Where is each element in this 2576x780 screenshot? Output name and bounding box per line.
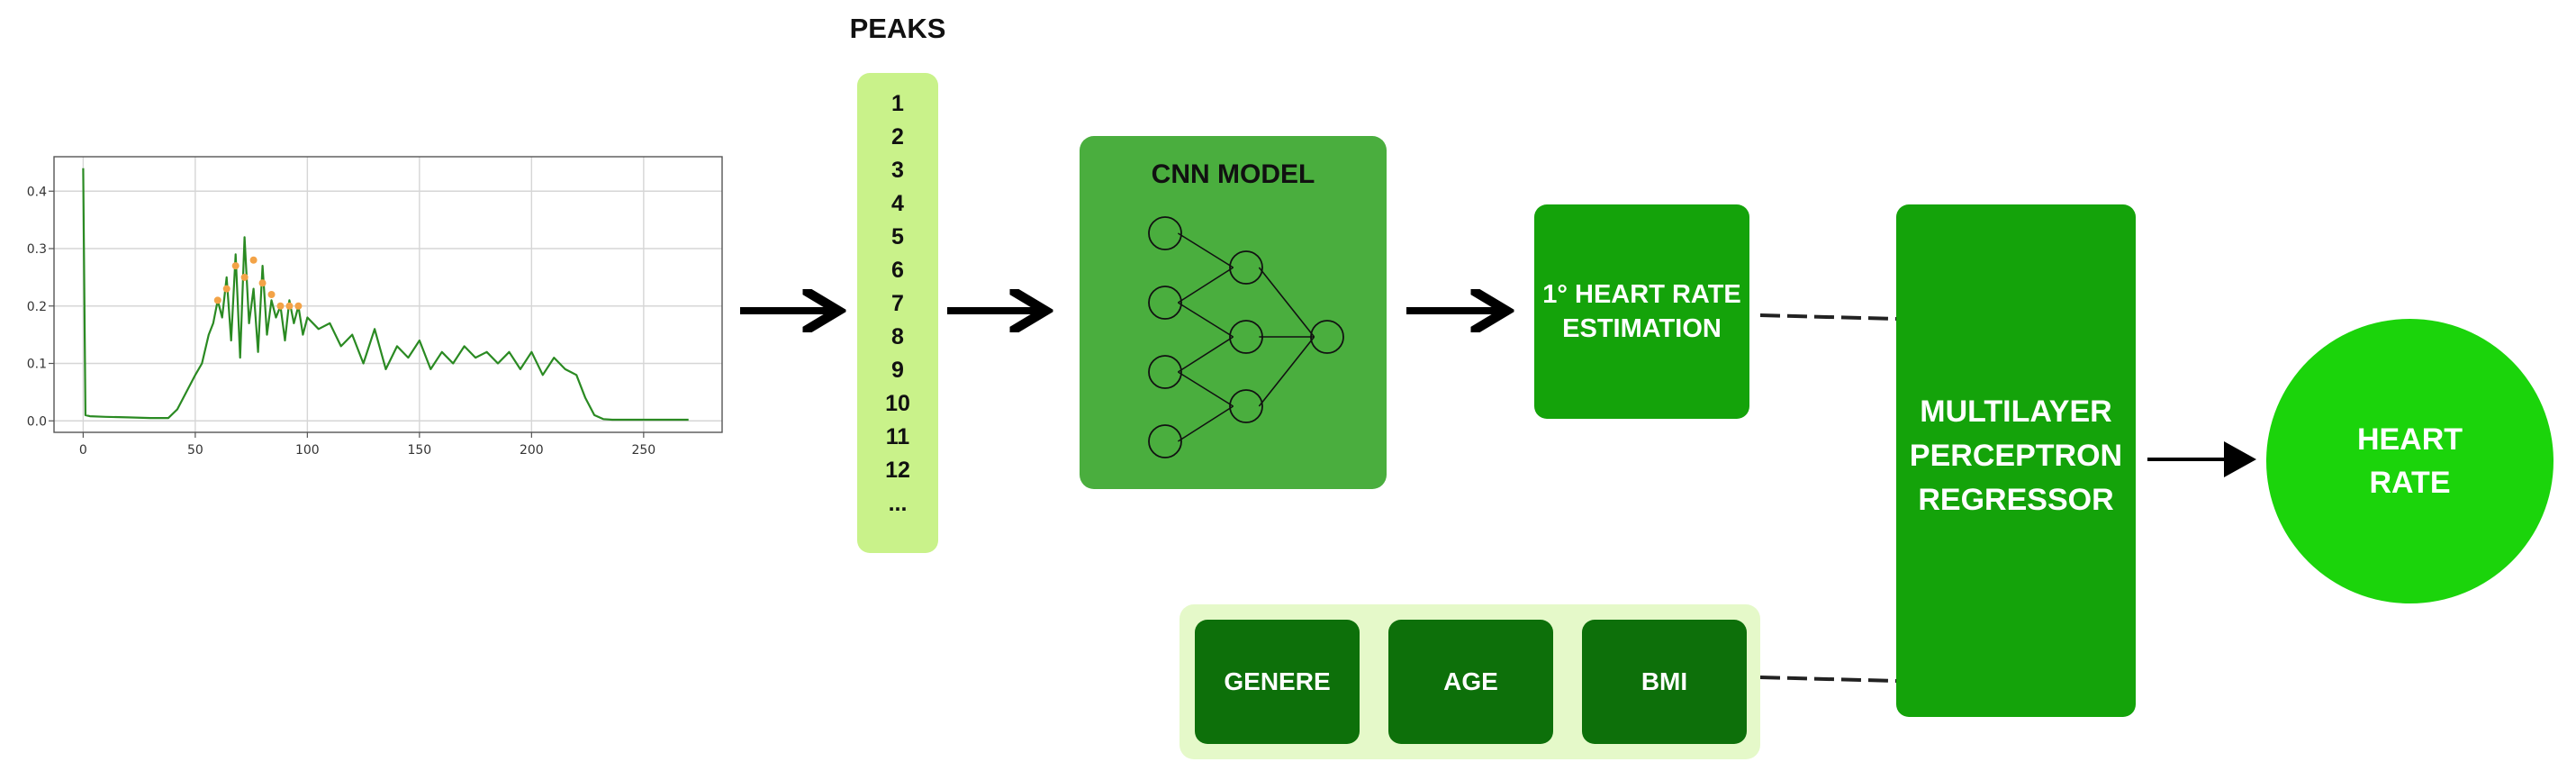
peak-marker (258, 279, 267, 287)
mlp-line-1: MULTILAYER (1920, 395, 2112, 429)
x-tick-label: 100 (295, 443, 320, 458)
x-tick-label: 200 (520, 443, 544, 458)
network-edge (1177, 302, 1234, 338)
x-tick-label: 250 (631, 443, 655, 458)
peak-item: 2 (891, 124, 904, 150)
mlp-line-2: PERCEPTRON (1909, 439, 2123, 473)
mlp-regressor-box: MULTILAYER PERCEPTRON REGRESSOR (1896, 204, 2136, 717)
peak-item: 4 (891, 191, 904, 216)
network-node (1148, 216, 1182, 250)
network-edge (1177, 267, 1234, 304)
network-edge (1177, 405, 1234, 442)
input-age: AGE (1388, 620, 1553, 744)
network-edge (1258, 336, 1315, 407)
network-node (1229, 389, 1263, 423)
additional-inputs-panel: GENERE AGE BMI (1180, 604, 1760, 759)
signal-chart: 0 50 100 150 200 250 0.0 0.1 0.2 0.3 0.4 (27, 156, 723, 458)
x-tick-label: 150 (407, 443, 431, 458)
peak-marker (249, 256, 258, 264)
neural-network-icon (1148, 216, 1344, 458)
heart-rate-estimation-line-1: 1° HEART RATE (1542, 280, 1741, 309)
peak-item: 11 (885, 424, 910, 449)
peak-marker (285, 302, 294, 310)
network-node (1148, 355, 1182, 389)
y-tick-label: 0.2 (27, 300, 47, 314)
heart-rate-estimation-box: 1° HEART RATE ESTIMATION (1534, 204, 1749, 419)
mlp-line-3: REGRESSOR (1918, 483, 2114, 517)
peak-item: 6 (891, 258, 904, 283)
heart-rate-estimation-line-2: ESTIMATION (1562, 314, 1722, 343)
network-node (1229, 250, 1263, 285)
network-node (1148, 424, 1182, 458)
input-genere: GENERE (1195, 620, 1360, 744)
peak-item: 7 (891, 291, 904, 316)
network-node (1148, 286, 1182, 320)
network-edge (1177, 336, 1234, 373)
cnn-model-title: CNN MODEL (1151, 159, 1315, 189)
peak-marker (294, 302, 303, 310)
peak-item: 5 (891, 224, 904, 249)
y-tick-label: 0.3 (27, 242, 47, 257)
network-edge (1177, 371, 1234, 407)
x-tick-label: 50 (187, 443, 203, 458)
y-tick-label: 0.1 (27, 358, 47, 372)
network-edge (1177, 232, 1234, 268)
peak-item: 12 (885, 458, 910, 483)
y-tick-label: 0.4 (27, 185, 47, 199)
peak-marker (222, 285, 230, 293)
peak-item: 1 (891, 91, 904, 116)
peak-marker (276, 302, 285, 310)
cnn-model-box: CNN MODEL (1080, 136, 1387, 489)
network-node (1229, 320, 1263, 354)
peak-marker (213, 296, 221, 304)
peak-item: 9 (891, 358, 904, 383)
peak-item: 8 (891, 324, 904, 349)
network-edge (1258, 267, 1315, 338)
peak-marker (240, 273, 249, 281)
network-node (1310, 320, 1344, 354)
x-tick-label: 0 (79, 443, 87, 458)
heart-rate-line-2: RATE (2369, 466, 2451, 500)
y-tick-label: 0.0 (27, 414, 47, 429)
signal-line (82, 168, 689, 422)
heart-rate-line-1: HEART (2356, 422, 2463, 457)
peak-item: 3 (891, 158, 904, 183)
peak-item: 10 (885, 391, 910, 416)
peaks-title: PEAKS (849, 13, 946, 44)
peak-marker (267, 291, 276, 298)
plot-frame (53, 156, 723, 433)
input-bmi: BMI (1582, 620, 1747, 744)
heart-rate-output: HEART RATE (2266, 319, 2553, 603)
dashed-estimation-to-mlp (1759, 313, 1897, 321)
dashed-inputs-to-mlp (1759, 676, 1897, 683)
peak-marker (231, 262, 240, 270)
peak-item: ... (888, 491, 908, 516)
